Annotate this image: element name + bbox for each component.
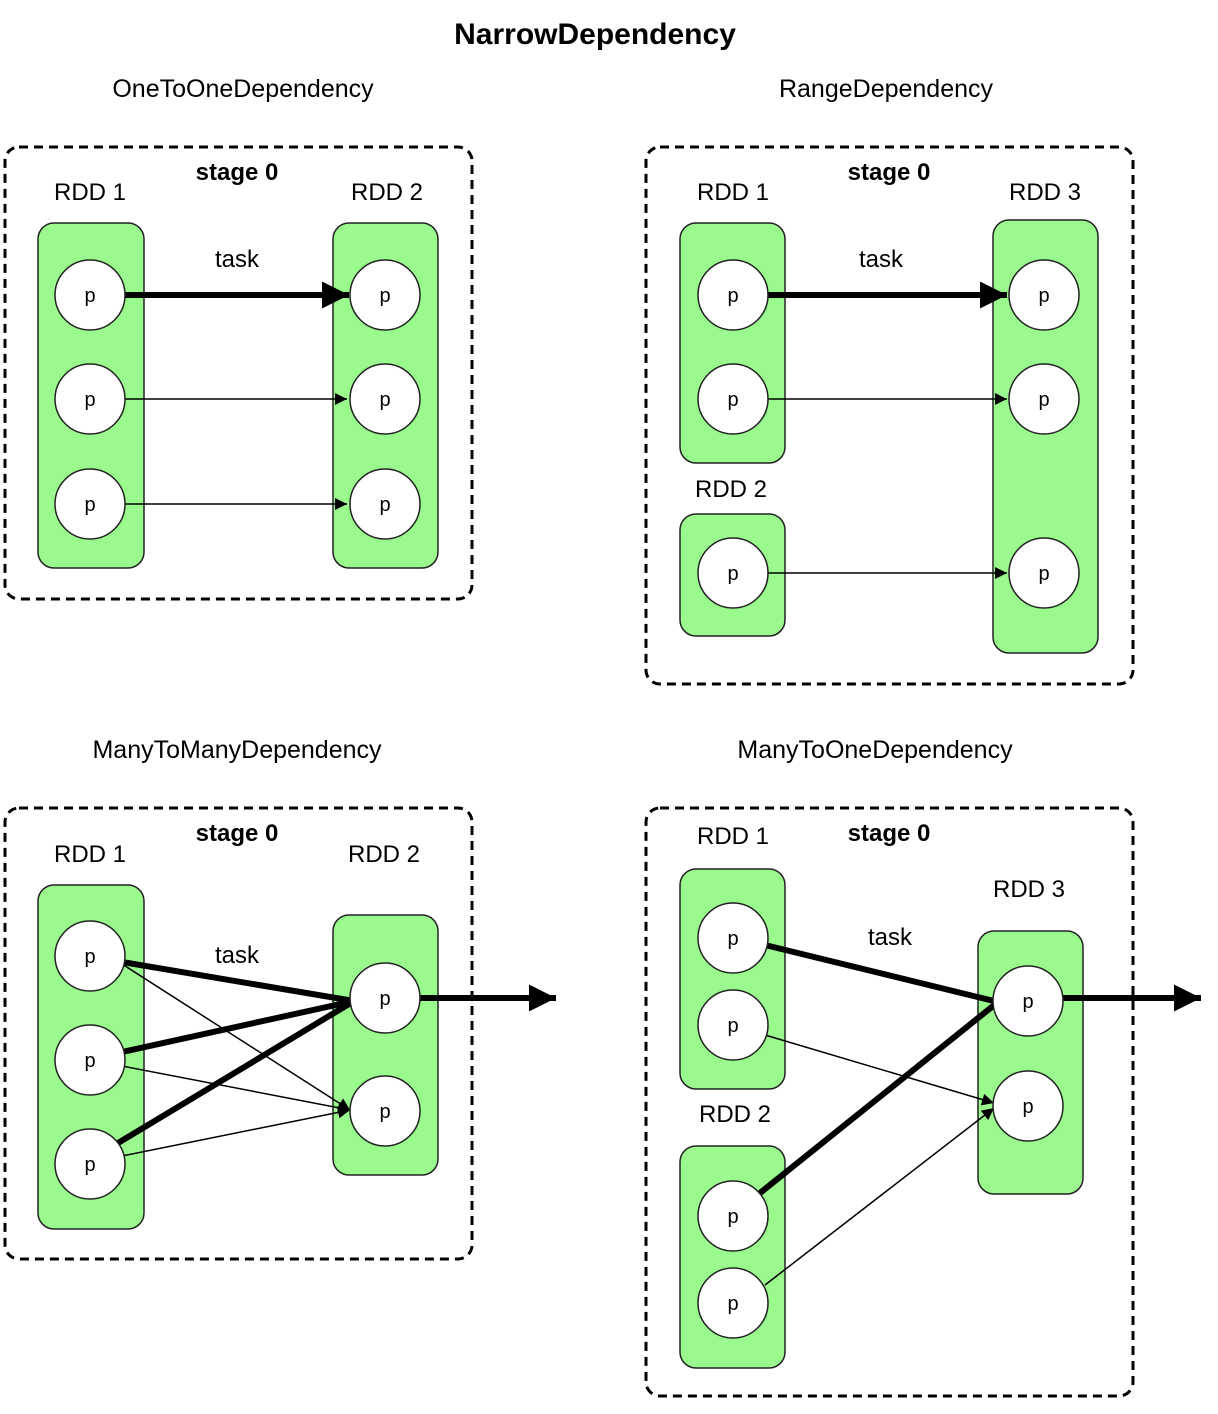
panel-many-to-many: ManyToManyDependency stage 0 RDD 1 RDD 2… <box>3 736 556 1261</box>
stage-label: stage 0 <box>196 820 279 847</box>
partition-label: p <box>1038 389 1049 411</box>
partition-label: p <box>379 988 390 1010</box>
partition-label: p <box>1038 285 1049 307</box>
rdd-label: RDD 2 <box>348 841 420 868</box>
partition-label: p <box>379 1101 390 1123</box>
partition-label: p <box>84 285 95 307</box>
stage-box <box>3 145 474 601</box>
stage-box <box>644 145 1135 686</box>
rdd-label: RDD 1 <box>697 823 769 850</box>
task-label: task <box>215 246 260 273</box>
panel-title: OneToOneDependency <box>112 75 374 103</box>
partition-circle <box>992 965 1064 1037</box>
partition-circle <box>992 1070 1064 1142</box>
partition-circle <box>54 259 126 331</box>
partition-label: p <box>84 1154 95 1176</box>
task-label: task <box>215 942 260 969</box>
partition-label: p <box>727 563 738 585</box>
partition-label: p <box>1038 563 1049 585</box>
stage-box <box>3 806 474 1261</box>
partition-label: p <box>379 285 390 307</box>
partition-circle <box>54 1128 126 1200</box>
partition-label: p <box>727 1206 738 1228</box>
partition-circle <box>1008 537 1080 609</box>
partition-circle <box>697 1180 769 1252</box>
partition-label: p <box>84 1050 95 1072</box>
rdd-label: RDD 1 <box>54 179 126 206</box>
partition-circle <box>697 1267 769 1339</box>
panel-title: RangeDependency <box>779 75 994 103</box>
partition-circle <box>697 902 769 974</box>
task-edge <box>764 942 999 1005</box>
panel-many-to-one: ManyToOneDependency stage 0 RDD 1 RDD 3 … <box>644 736 1201 1398</box>
partition-circle <box>697 989 769 1061</box>
dependency-arrow <box>121 1106 351 1157</box>
partition-circle <box>349 1075 421 1147</box>
partition-circle <box>349 962 421 1034</box>
partition-circle <box>1008 259 1080 331</box>
partition-label: p <box>727 1015 738 1037</box>
partition-label: p <box>1022 991 1033 1013</box>
partition-label: p <box>727 389 738 411</box>
dependency-arrow <box>764 1034 995 1106</box>
partition-label: p <box>84 946 95 968</box>
partition-circle <box>697 363 769 435</box>
partition-label: p <box>379 389 390 411</box>
partition-circle <box>54 1024 126 1096</box>
partition-circle <box>1008 363 1080 435</box>
partition-label: p <box>84 389 95 411</box>
panel-range: RangeDependency stage 0 RDD 1 RDD 3 RDD … <box>644 75 1135 686</box>
dependency-arrow <box>764 1107 995 1286</box>
stage-box <box>644 806 1135 1398</box>
rdd-label: RDD 3 <box>1009 179 1081 206</box>
dependency-arrow <box>121 963 351 1111</box>
partition-label: p <box>727 928 738 950</box>
partition-circle <box>54 920 126 992</box>
panel-title: ManyToManyDependency <box>92 736 382 764</box>
task-edge <box>121 998 355 1055</box>
rdd-box <box>992 219 1099 654</box>
panel-one-to-one: OneToOneDependency stage 0 RDD 1 RDD 2 t… <box>3 75 474 601</box>
rdd-label: RDD 3 <box>993 876 1065 903</box>
rdd-label: RDD 1 <box>54 841 126 868</box>
partition-circle <box>697 259 769 331</box>
task-edge <box>758 999 1000 1196</box>
stage-label: stage 0 <box>848 159 931 186</box>
task-edge <box>121 959 355 1004</box>
rdd-label: RDD 2 <box>351 179 423 206</box>
partition-circle <box>54 363 126 435</box>
partition-label: p <box>379 494 390 516</box>
diagram-title: NarrowDependency <box>454 18 736 51</box>
rdd-label: RDD 1 <box>697 179 769 206</box>
task-label: task <box>868 924 913 951</box>
panel-title: ManyToOneDependency <box>737 736 1013 764</box>
partition-circle <box>697 537 769 609</box>
partition-circle <box>349 363 421 435</box>
rdd-label: RDD 2 <box>695 476 767 503</box>
task-edge <box>116 998 356 1146</box>
partition-label: p <box>727 285 738 307</box>
task-label: task <box>859 246 904 273</box>
partition-circle <box>349 259 421 331</box>
stage-label: stage 0 <box>848 820 931 847</box>
partition-label: p <box>727 1293 738 1315</box>
rdd-label: RDD 2 <box>699 1101 771 1128</box>
partition-circle <box>349 468 421 540</box>
partition-label: p <box>1022 1096 1033 1118</box>
dependency-arrow <box>121 1065 351 1114</box>
partition-label: p <box>84 494 95 516</box>
partition-circle <box>54 468 126 540</box>
stage-label: stage 0 <box>196 159 279 186</box>
